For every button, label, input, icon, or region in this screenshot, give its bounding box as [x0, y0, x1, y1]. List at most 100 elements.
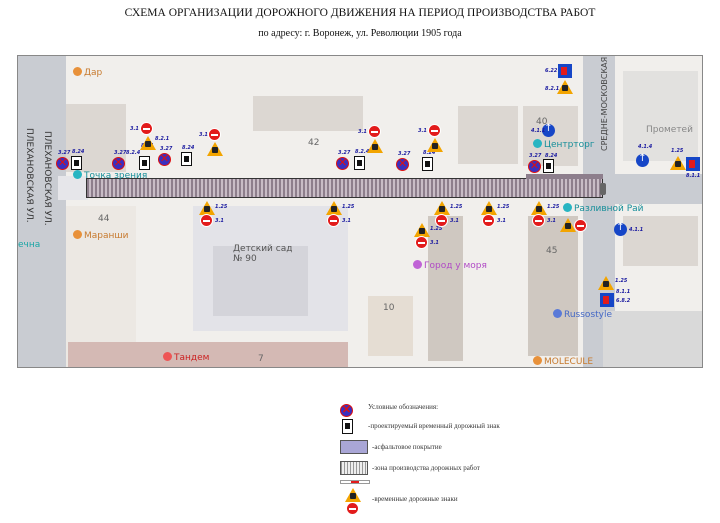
house-number: 10: [383, 303, 395, 313]
roadworks-sign-icon: [560, 218, 576, 232]
no-entry-sign-icon: [574, 219, 587, 232]
roadworks-sign-icon: [598, 276, 614, 290]
roadworks-sign-icon: [531, 201, 547, 215]
poi-tochka-zreniya[interactable]: Точка зрения: [73, 170, 147, 181]
sign-code: 1.25: [215, 204, 228, 210]
poi-label: Разливной Рай: [574, 204, 644, 214]
sign-code: 4.1.1: [629, 227, 644, 233]
tow-truck-plate-icon: [181, 152, 192, 166]
poi-maranshi[interactable]: Маранши: [73, 230, 128, 241]
no-stopping-sign-icon: [56, 156, 69, 170]
sign-code: 3.1: [430, 240, 439, 246]
poi-prometey[interactable]: Прометей: [646, 125, 693, 135]
sign-code: 3.27: [338, 150, 351, 156]
no-stopping-sign-icon: [158, 152, 171, 166]
sign-code: 3.1: [130, 126, 139, 132]
building: [528, 216, 578, 356]
tow-truck-plate-icon: [71, 156, 82, 170]
tow-truck-plate-icon: [354, 156, 365, 170]
building: [368, 296, 413, 356]
straight-only-sign-icon: [614, 222, 627, 236]
sign-code: 3.27: [398, 151, 411, 157]
poi-molecule[interactable]: MOLECULE: [533, 356, 593, 367]
building-kindergarten: [213, 246, 308, 316]
straight-or-right-sign-icon: [636, 153, 649, 167]
page-title: СХЕМА ОРГАНИЗАЦИИ ДОРОЖНОГО ДВИЖЕНИЯ НА …: [124, 7, 596, 19]
building: [623, 216, 698, 266]
sign-code: 6.22: [545, 68, 558, 74]
sign-code: 8.24: [545, 153, 558, 159]
poi-dar[interactable]: Дар: [73, 67, 102, 78]
poi-label: Маранши: [84, 231, 129, 241]
sign-code: 8.1.1: [616, 289, 631, 295]
poi-razlivnoy-ray[interactable]: Разливной Рай: [563, 203, 644, 214]
poi-gorod-u-morya[interactable]: Город у моря: [413, 260, 487, 271]
roadworks-sign-icon: [140, 136, 156, 150]
sign-code: 3.1: [199, 132, 208, 138]
legend-asphalt: -асфальтовое покрытие: [372, 443, 442, 451]
roadworks-sign-icon: [199, 201, 215, 215]
legend-roadworks-icon: [345, 488, 361, 502]
building: [428, 216, 463, 361]
legend-title: Условные обозначения:: [368, 403, 439, 411]
no-stopping-sign-icon: [336, 156, 349, 170]
sign-code: 3.1: [342, 218, 351, 224]
page-subtitle: по адресу: г. Воронеж, ул. Революции 190…: [258, 28, 462, 39]
building: [603, 311, 702, 367]
sign-code: 1.25: [615, 278, 628, 284]
poi-label: Дар: [84, 68, 103, 78]
road-plekhanovskaya: [18, 56, 66, 367]
legend-asphalt-swatch: [340, 440, 368, 454]
legend-no-stopping-icon: [340, 403, 353, 417]
poi-label: Центрторг: [544, 140, 595, 150]
house-number: 7: [258, 354, 264, 364]
sign-code: 8.1.1: [686, 173, 701, 179]
no-entry-sign-icon: [415, 236, 428, 249]
sign-code: 8.2.4: [126, 150, 141, 156]
sign-code: 3.27: [529, 153, 542, 159]
sign-code: 8.24: [423, 150, 436, 156]
legend-tow-plate-icon: [342, 419, 353, 434]
sign-code: 3.1: [418, 128, 427, 134]
poi-centrtorg[interactable]: Центрторг: [533, 139, 595, 150]
no-entry-sign-icon: [482, 214, 495, 227]
tow-truck-plate-icon: [422, 157, 433, 171]
no-entry-sign-icon: [200, 214, 213, 227]
poi-russostyle[interactable]: Russostyle: [553, 309, 612, 320]
tow-truck-plate-icon: [543, 159, 554, 173]
sign-code: 8.24: [72, 149, 85, 155]
detour-sign-icon: [600, 293, 614, 307]
poi-tandem[interactable]: Тандем: [163, 352, 209, 363]
roadworks-sign-icon: [670, 156, 686, 170]
roadworks-sign-icon: [207, 142, 223, 156]
street-label-plekhanovskaya-2: ПЛЕХАНОВСКАЯ УЛ.: [24, 128, 34, 223]
house-number: 45: [546, 246, 558, 256]
no-stopping-sign-icon: [396, 157, 409, 171]
poi-kindergarten[interactable]: Детский сад № 90: [233, 244, 303, 264]
roadworks-sign-icon: [434, 201, 450, 215]
building: [253, 96, 363, 131]
sign-code: 8.2.1: [545, 86, 560, 92]
detour-sign-icon: [558, 64, 572, 78]
traffic-light-icon: [600, 183, 606, 195]
poi-label: MOLECULE: [544, 357, 594, 367]
no-entry-sign-icon: [368, 125, 381, 138]
no-stopping-sign-icon: [112, 156, 125, 170]
sign-code: 1.25: [497, 204, 510, 210]
house-number: 44: [98, 214, 110, 224]
sign-code: 3.1: [497, 218, 506, 224]
map[interactable]: ПЛЕХАНОВСКАЯ УЛ. ПЛЕХАНОВСКАЯ УЛ. СРЕДНЕ…: [17, 55, 703, 368]
sign-code: 3.27: [114, 150, 127, 156]
sign-code: 3.1: [547, 218, 556, 224]
sign-code: 4.1.4: [638, 144, 653, 150]
sign-code: 4.1.1: [531, 128, 546, 134]
house-number: 42: [308, 138, 320, 148]
sign-code: 3.1: [215, 218, 224, 224]
street-label-plekhanovskaya: ПЛЕХАНОВСКАЯ УЛ.: [42, 131, 52, 226]
sign-code: 3.27: [58, 150, 71, 156]
no-entry-sign-icon: [140, 122, 153, 135]
no-stopping-sign-icon: [528, 159, 541, 173]
building: [458, 106, 518, 164]
no-entry-sign-icon: [327, 214, 340, 227]
sign-code: 1.25: [342, 204, 355, 210]
